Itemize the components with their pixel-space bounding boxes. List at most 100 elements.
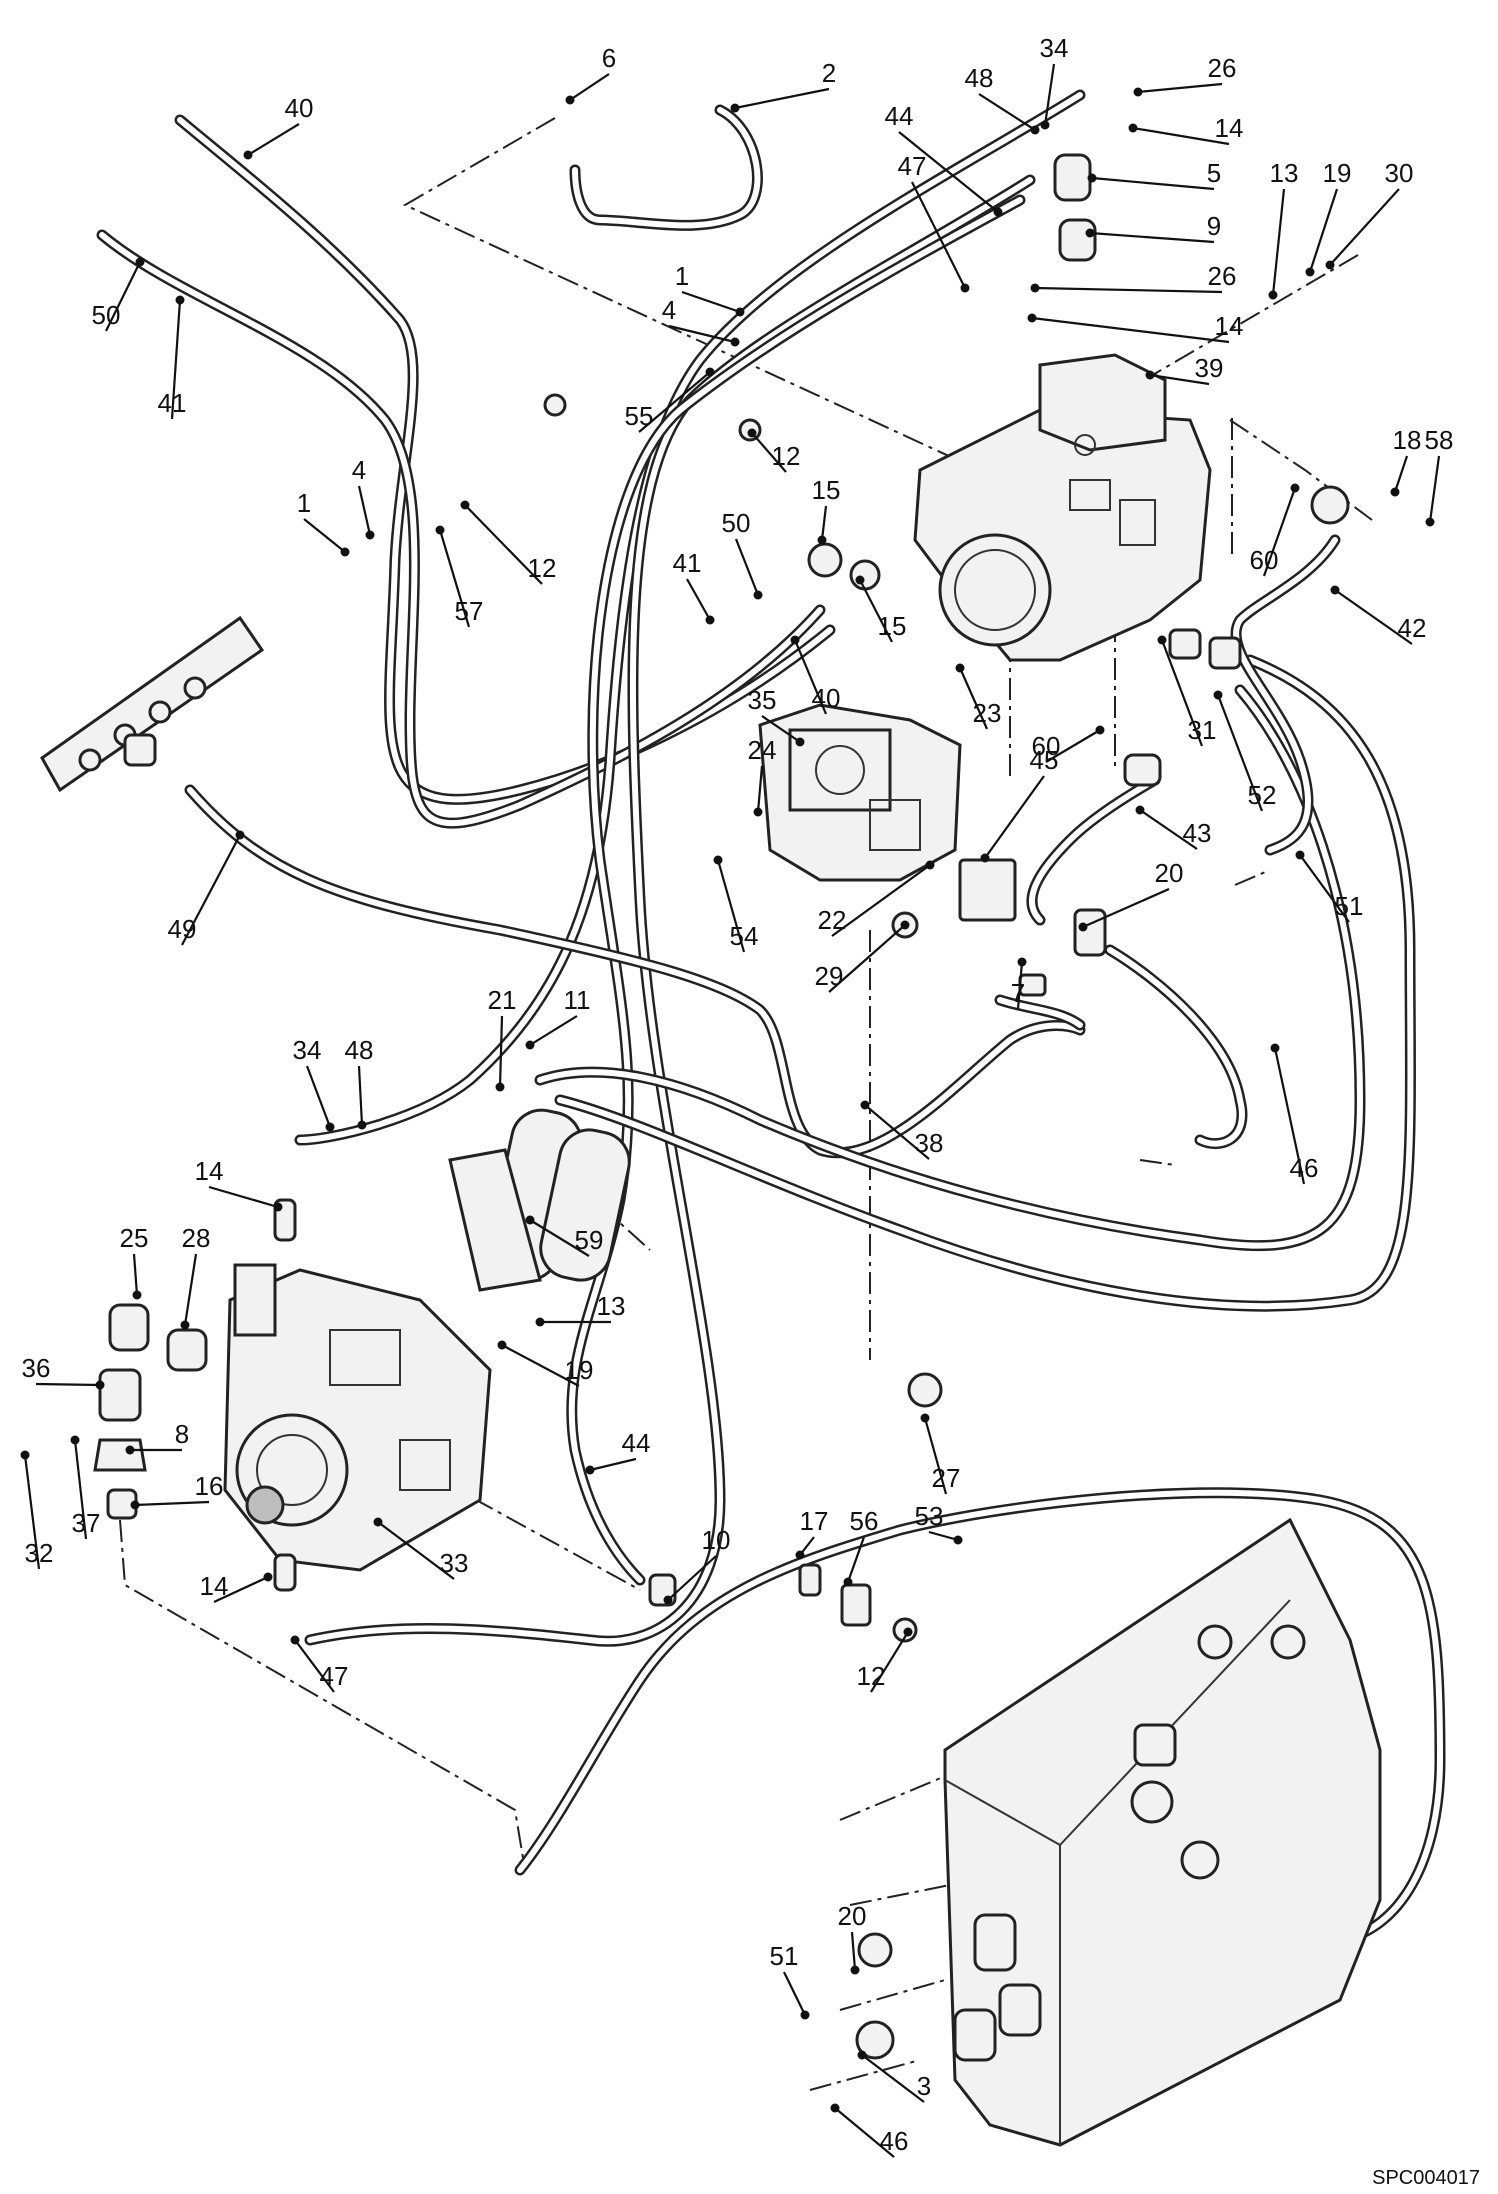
leader-p49 <box>181 834 241 946</box>
leader-p48b <box>357 1065 364 1126</box>
part-label-p1a: 1 <box>297 488 311 518</box>
leader-dot-p19a <box>1305 267 1315 277</box>
leader-p55 <box>638 371 711 433</box>
leader-dot-p26a <box>1133 87 1143 97</box>
leader-dot-p51b <box>800 2010 810 2020</box>
leader-p57 <box>438 529 471 628</box>
leader-dot-p27 <box>920 1413 930 1423</box>
part-label-p59: 59 <box>575 1225 604 1255</box>
leader-p50a <box>105 261 141 332</box>
part-label-p7: 7 <box>1011 978 1025 1008</box>
leader-p44b <box>589 1457 637 1472</box>
leader-dot-p40a <box>243 150 253 160</box>
leader-p48a <box>978 93 1036 131</box>
part-labels: 1123445678910111212121313141414141515161… <box>22 33 1454 2156</box>
leader-p26b <box>1034 286 1223 294</box>
leader-p41a <box>170 299 182 420</box>
leader-dot-p25 <box>132 1290 142 1300</box>
leader-p46a <box>1273 1047 1306 1185</box>
leader-dot-p34a <box>1040 120 1050 130</box>
part-label-p60b: 60 <box>1032 731 1061 761</box>
part-label-p6: 6 <box>602 43 616 73</box>
leader-p34a <box>1043 63 1056 126</box>
part-label-p33: 33 <box>440 1548 469 1578</box>
leader-dot-p7 <box>1017 957 1027 967</box>
part-label-p43: 43 <box>1183 818 1212 848</box>
part-label-p4b: 4 <box>662 295 676 325</box>
leader-dot-p58 <box>1425 517 1435 527</box>
leader-p59 <box>529 1219 590 1257</box>
leader-dot-p11 <box>525 1040 535 1050</box>
part-label-p47b: 47 <box>320 1661 349 1691</box>
leader-p25 <box>132 1253 139 1296</box>
part-label-p27: 27 <box>932 1463 961 1493</box>
leader-dot-p29 <box>900 920 910 930</box>
leader-dot-p46b <box>830 2103 840 2113</box>
leader-dot-p47b <box>290 1635 300 1645</box>
part-label-p40a: 40 <box>285 93 314 123</box>
leader-p40b <box>793 639 828 715</box>
leader-dot-p6 <box>565 95 575 105</box>
part-label-p41a: 41 <box>158 388 187 418</box>
part-label-p22: 22 <box>818 905 847 935</box>
leader-dot-p5 <box>1087 173 1097 183</box>
part-label-p3: 3 <box>917 2071 931 2101</box>
leader-dot-p15a <box>817 535 827 545</box>
leader-p22 <box>831 864 931 937</box>
leader-dot-p45 <box>980 853 990 863</box>
part-label-p58: 58 <box>1425 425 1454 455</box>
leader-dot-p13b <box>535 1317 545 1327</box>
leader-dot-p15b <box>855 575 865 585</box>
leader-dot-p50b <box>753 590 763 600</box>
leader-p12a <box>464 504 543 585</box>
leader-p51b <box>783 1971 806 2016</box>
leader-p50b <box>734 538 760 596</box>
part-label-p44b: 44 <box>622 1428 651 1458</box>
part-label-p4a: 4 <box>352 455 366 485</box>
part-label-p12a: 12 <box>528 553 557 583</box>
part-label-p17: 17 <box>800 1506 829 1536</box>
leader-p24 <box>756 765 764 813</box>
leader-p15b <box>859 579 893 643</box>
part-label-p26a: 26 <box>1208 53 1237 83</box>
leader-p54 <box>716 859 746 953</box>
leader-p9 <box>1089 231 1215 244</box>
leader-p39 <box>1149 373 1210 386</box>
leader-p1b <box>681 290 741 314</box>
leader-dot-p19b <box>497 1340 507 1350</box>
leader-dot-p12a <box>460 500 470 510</box>
part-label-p8: 8 <box>175 1419 189 1449</box>
leader-dot-p24 <box>753 807 763 817</box>
hose-lines <box>96 89 1446 1946</box>
leader-p14d <box>213 1576 269 1603</box>
part-label-p19a: 19 <box>1323 158 1352 188</box>
part-label-p12b: 12 <box>772 441 801 471</box>
leader-p45 <box>984 775 1045 859</box>
leader-dot-p20b <box>850 1965 860 1975</box>
part-label-p9: 9 <box>1207 211 1221 241</box>
leader-p13a <box>1271 188 1286 296</box>
leader-dot-p50a <box>135 257 145 267</box>
leader-p10 <box>667 1555 717 1601</box>
leader-dot-p46a <box>1270 1043 1280 1053</box>
part-label-p25: 25 <box>120 1223 149 1253</box>
leader-dot-p4b <box>730 337 740 347</box>
main-valve-block <box>913 353 1212 662</box>
leader-dot-p33 <box>373 1517 383 1527</box>
leader-p3 <box>861 2054 925 2103</box>
part-label-p13a: 13 <box>1270 158 1299 188</box>
leader-p15a <box>820 505 828 541</box>
part-label-p20b: 20 <box>838 1901 867 1931</box>
part-label-p40b: 40 <box>812 683 841 713</box>
leader-p26a <box>1137 82 1223 94</box>
part-label-p30: 30 <box>1385 158 1414 188</box>
leader-dot-p34b <box>325 1122 335 1132</box>
part-label-p51a: 51 <box>1335 891 1364 921</box>
part-label-p45: 45 <box>1030 745 1059 775</box>
leader-p29 <box>828 924 906 993</box>
leader-lines <box>20 63 1441 2158</box>
leader-dot-p49 <box>235 830 245 840</box>
leader-dot-p37 <box>70 1435 80 1445</box>
part-label-p12c: 12 <box>857 1661 886 1691</box>
leader-p14a <box>1132 126 1230 146</box>
